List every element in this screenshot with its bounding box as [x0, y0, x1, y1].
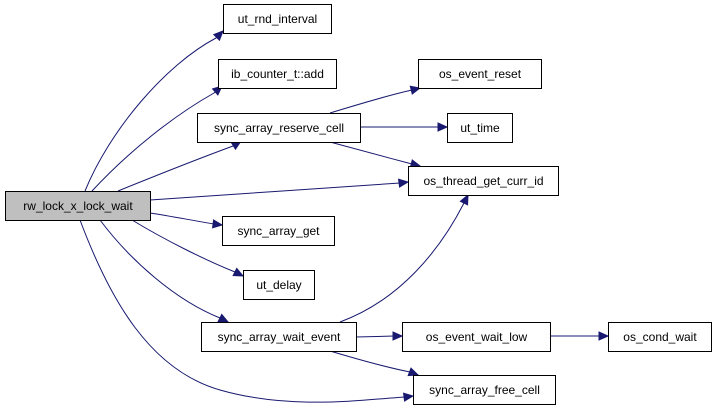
node-box[interactable]	[5, 191, 151, 221]
arrowhead-icon	[212, 30, 224, 42]
edge-sync_array_reserve_cell-to-os_event_reset	[329, 85, 422, 114]
node-box[interactable]	[447, 113, 513, 143]
arrowhead-icon	[437, 122, 449, 132]
node-label: os_thread_get_curr_id	[423, 174, 543, 188]
node-box[interactable]	[243, 270, 315, 300]
arrowhead-icon	[397, 178, 410, 188]
node-box[interactable]	[197, 113, 361, 143]
arrowhead-icon	[407, 367, 420, 377]
edge-line	[329, 350, 419, 376]
node-ut-delay[interactable]: ut_delay	[243, 270, 315, 300]
arrowhead-icon	[409, 85, 422, 95]
edge-sync_array_reserve_cell-to-os_thread_get_curr_id	[329, 141, 422, 169]
edge-line	[149, 212, 223, 226]
node-label: rw_lock_x_lock_wait	[23, 199, 133, 213]
node-rw-lock-x-lock-wait[interactable]: rw_lock_x_lock_wait	[5, 191, 151, 221]
node-label: ib_counter_t::add	[231, 67, 324, 81]
node-box[interactable]	[413, 375, 556, 405]
edge-rw_lock_x_lock_wait-to-sync_array_free_cell	[79, 219, 415, 403]
edge-line	[339, 194, 469, 323]
edge-rw_lock_x_lock_wait-to-ut_rnd_interval	[84, 30, 224, 192]
node-ut-rnd-interval[interactable]: ut_rnd_interval	[223, 4, 332, 34]
arrowhead-icon	[232, 267, 245, 277]
arrowhead-icon	[217, 313, 230, 323]
node-box[interactable]	[201, 322, 357, 352]
edge-line	[149, 181, 409, 201]
edge-sync_array_wait_event-to-os_event_wait_low	[355, 331, 404, 341]
edge-rw_lock_x_lock_wait-to-os_thread_get_curr_id	[149, 178, 410, 201]
arrowhead-icon	[402, 392, 415, 402]
edge-sync_array_wait_event-to-sync_array_free_cell	[329, 350, 420, 377]
edge-rw_lock_x_lock_wait-to-sync_array_get	[149, 212, 224, 229]
edge-line	[91, 85, 223, 192]
edge-sync_array_wait_event-to-os_thread_get_curr_id	[339, 193, 469, 323]
edge-line	[99, 219, 229, 323]
node-label: ut_rnd_interval	[238, 12, 317, 26]
arrowhead-icon	[459, 193, 469, 206]
node-label: os_cond_wait	[623, 330, 697, 344]
node-sync-array-get[interactable]: sync_array_get	[222, 216, 335, 246]
node-sync-array-reserve-cell[interactable]: sync_array_reserve_cell	[197, 113, 361, 143]
edge-line	[84, 30, 224, 192]
node-box[interactable]	[418, 59, 542, 89]
edge-line	[329, 87, 421, 114]
node-sync-array-wait-event[interactable]: sync_array_wait_event	[201, 322, 357, 352]
edge-line	[131, 219, 244, 277]
nodes-layer: rw_lock_x_lock_wait ut_rnd_interval ib_cou…	[5, 4, 712, 405]
node-label: sync_array_wait_event	[218, 330, 341, 344]
node-label: sync_array_reserve_cell	[214, 121, 344, 135]
node-label: ut_time	[460, 121, 500, 135]
node-label: sync_array_get	[237, 224, 320, 238]
node-sync-array-free-cell[interactable]: sync_array_free_cell	[413, 375, 556, 405]
edge-os_event_wait_low-to-os_cond_wait	[550, 331, 610, 341]
arrowhead-icon	[598, 331, 610, 341]
node-os-event-wait-low[interactable]: os_event_wait_low	[402, 322, 551, 352]
edges-layer	[79, 30, 610, 403]
arrowhead-icon	[392, 331, 404, 341]
edge-rw_lock_x_lock_wait-to-sync_array_wait_event	[99, 219, 230, 323]
node-os-event-reset[interactable]: os_event_reset	[418, 59, 542, 89]
node-label: sync_array_free_cell	[429, 383, 540, 397]
edge-line	[117, 140, 242, 192]
arrowhead-icon	[211, 219, 224, 229]
node-os-thread-get-curr-id[interactable]: os_thread_get_curr_id	[408, 166, 559, 196]
node-os-cond-wait[interactable]: os_cond_wait	[608, 322, 712, 352]
node-label: os_event_wait_low	[426, 330, 528, 344]
node-box[interactable]	[223, 4, 332, 34]
node-label: os_event_reset	[439, 67, 522, 81]
node-ib-counter-t-add[interactable]: ib_counter_t::add	[218, 59, 337, 89]
edge-line	[79, 219, 414, 403]
edge-rw_lock_x_lock_wait-to-ut_delay	[131, 219, 245, 277]
node-label: ut_delay	[256, 278, 301, 292]
edge-sync_array_reserve_cell-to-ut_time	[360, 122, 449, 132]
node-box[interactable]	[608, 322, 712, 352]
edge-line	[329, 141, 421, 167]
node-box[interactable]	[408, 166, 559, 196]
node-box[interactable]	[218, 59, 337, 89]
node-box[interactable]	[222, 216, 335, 246]
node-box[interactable]	[402, 322, 551, 352]
node-ut-time[interactable]: ut_time	[447, 113, 513, 143]
